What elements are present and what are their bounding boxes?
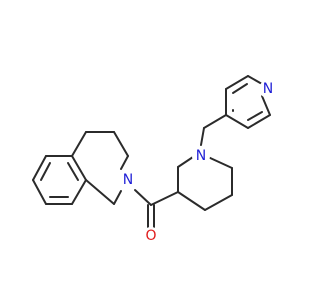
isoquinoline-nitrogen-atom: N bbox=[119, 171, 137, 189]
bond bbox=[261, 95, 271, 116]
bond bbox=[207, 156, 233, 169]
atom-label-background bbox=[119, 171, 137, 189]
atom-label-n: N bbox=[263, 81, 273, 97]
atom-labels: N N N O bbox=[119, 80, 277, 245]
carbonyl-oxygen-atom: O bbox=[142, 227, 160, 245]
bond bbox=[113, 131, 129, 157]
bond bbox=[177, 191, 206, 211]
bond bbox=[32, 179, 47, 205]
atom-label-n: N bbox=[196, 148, 206, 164]
bond bbox=[150, 191, 179, 206]
bond-double bbox=[247, 111, 263, 121]
bond bbox=[247, 75, 263, 85]
bond bbox=[32, 155, 47, 181]
atom-label-background bbox=[142, 227, 160, 245]
atom-label-n: N bbox=[123, 172, 133, 188]
bond bbox=[225, 114, 249, 129]
bond-double bbox=[67, 162, 79, 181]
bond bbox=[85, 179, 115, 205]
bond bbox=[177, 156, 194, 168]
bond-double bbox=[232, 83, 248, 94]
bond bbox=[134, 189, 152, 206]
bond-double bbox=[40, 162, 51, 181]
bond bbox=[120, 155, 129, 170]
pyridine-nitrogen-atom: N bbox=[259, 80, 277, 98]
bonds bbox=[32, 75, 271, 229]
atom-label-o: O bbox=[145, 228, 156, 244]
atom-label-background bbox=[192, 147, 210, 165]
bond bbox=[203, 114, 227, 129]
atom-label-background bbox=[259, 80, 277, 98]
piperidine-nitrogen-atom: N bbox=[192, 147, 210, 165]
bond bbox=[113, 190, 122, 205]
bond bbox=[225, 75, 249, 90]
bond bbox=[71, 131, 87, 157]
molecule-structure-diagram: N N N O bbox=[32, 75, 277, 245]
bond bbox=[71, 155, 87, 181]
bond bbox=[247, 114, 271, 129]
bond bbox=[71, 179, 87, 205]
bond bbox=[204, 194, 233, 211]
bond bbox=[200, 127, 205, 146]
